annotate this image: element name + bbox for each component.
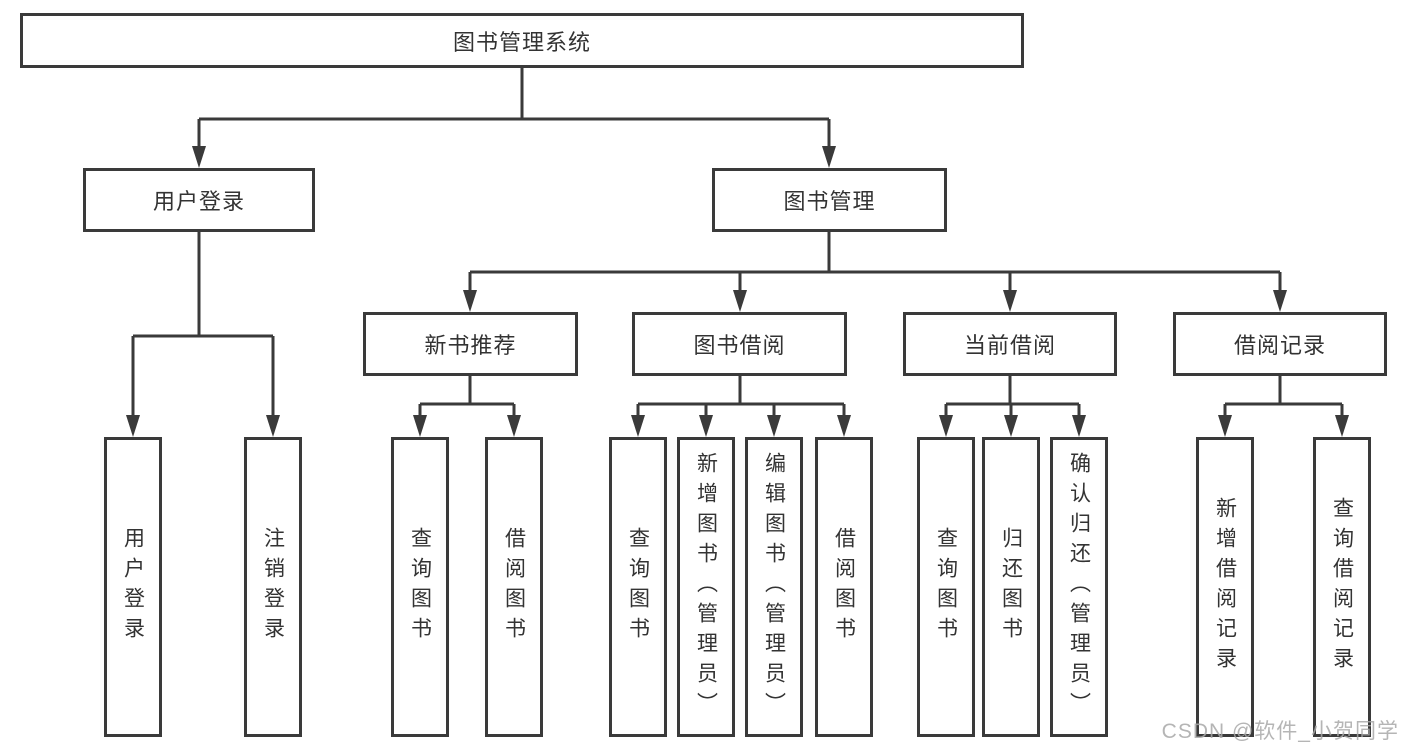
- leaf-query-books-current: 查询图书: [917, 437, 975, 737]
- node-user-login: 用户登录: [83, 168, 315, 232]
- leaf-add-borrow-record-label: 新增借阅记录: [1213, 497, 1237, 677]
- leaf-query-books-borrow-label: 查询图书: [626, 527, 650, 647]
- leaf-edit-books-admin-label: 编辑图书（管理员）: [762, 452, 786, 722]
- leaf-borrow-books-recommend: 借阅图书: [485, 437, 543, 737]
- node-current-borrow: 当前借阅: [903, 312, 1117, 376]
- leaf-edit-books-admin: 编辑图书（管理员）: [745, 437, 803, 737]
- node-root-library-management-system: 图书管理系统: [20, 13, 1024, 68]
- leaf-borrow-books: 借阅图书: [815, 437, 873, 737]
- leaf-logout-label: 注销登录: [261, 527, 285, 647]
- leaf-return-books-label: 归还图书: [999, 527, 1023, 647]
- leaf-return-books: 归还图书: [982, 437, 1040, 737]
- leaf-query-books-recommend: 查询图书: [391, 437, 449, 737]
- leaf-confirm-return-admin: 确认归还（管理员）: [1050, 437, 1108, 737]
- leaf-user-login: 用户登录: [104, 437, 162, 737]
- leaf-query-borrow-record-label: 查询借阅记录: [1330, 497, 1354, 677]
- node-new-book-recommend: 新书推荐: [363, 312, 578, 376]
- arrowheads: [126, 146, 1349, 437]
- leaf-confirm-return-admin-label: 确认归还（管理员）: [1067, 452, 1091, 722]
- leaf-add-books-admin: 新增图书（管理员）: [677, 437, 735, 737]
- leaf-query-books-current-label: 查询图书: [934, 527, 958, 647]
- leaf-query-books-recommend-label: 查询图书: [408, 527, 432, 647]
- leaf-add-books-admin-label: 新增图书（管理员）: [694, 452, 718, 722]
- node-book-borrow: 图书借阅: [632, 312, 847, 376]
- node-book-management: 图书管理: [712, 168, 947, 232]
- node-borrow-records: 借阅记录: [1173, 312, 1387, 376]
- leaf-add-borrow-record: 新增借阅记录: [1196, 437, 1254, 737]
- csdn-watermark: CSDN @软件_小贺同学: [1161, 720, 1399, 743]
- leaf-borrow-books-label: 借阅图书: [832, 527, 856, 647]
- leaf-query-borrow-record: 查询借阅记录: [1313, 437, 1371, 737]
- leaf-borrow-books-recommend-label: 借阅图书: [502, 527, 526, 647]
- leaf-logout: 注销登录: [244, 437, 302, 737]
- leaf-user-login-label: 用户登录: [121, 527, 145, 647]
- leaf-query-books-borrow: 查询图书: [609, 437, 667, 737]
